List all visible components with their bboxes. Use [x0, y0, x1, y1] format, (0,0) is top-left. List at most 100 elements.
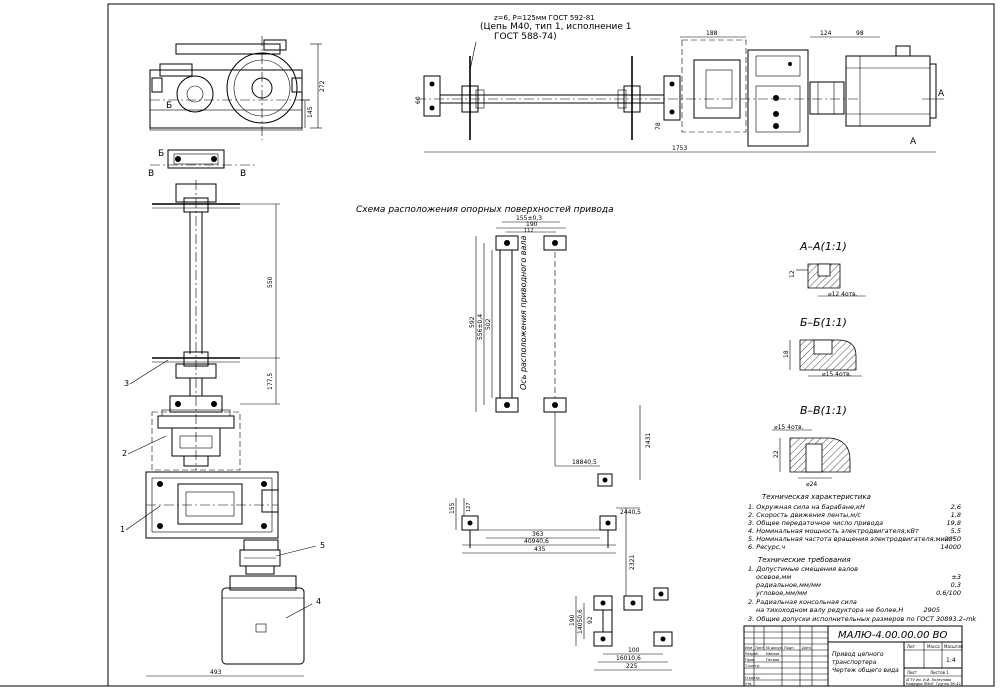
tech-char-item: 1. Окружная сила на барабане,кН: [748, 503, 865, 511]
section-aa-title: А–А(1:1): [799, 240, 847, 253]
svg-text:⌀24: ⌀24: [806, 481, 817, 488]
section-vv-title: В–В(1:1): [800, 404, 847, 417]
dim-s2431: 2431: [645, 433, 652, 448]
dim-r60: 60: [415, 96, 422, 104]
dim-shaft-len: 550: [267, 276, 274, 288]
svg-text:Утв.: Утв.: [745, 682, 752, 686]
svg-text:Подп.: Подп.: [784, 646, 795, 650]
lit-header: Лит: [907, 644, 916, 649]
tech-req-title: Технические требования: [758, 556, 851, 564]
reducer-assembly: [151, 411, 241, 471]
section-vv: 22 ⌀15 4отв. ⌀24: [772, 424, 851, 488]
svg-text:⌀15 4отв.: ⌀15 4отв.: [822, 371, 852, 378]
tech-req-item: осевое,мм: [756, 573, 791, 581]
dim-s190b: 190: [569, 614, 576, 626]
svg-text:⌀15 4отв.: ⌀15 4отв.: [774, 424, 804, 431]
coupling-top: [167, 149, 225, 169]
doc-name-line3: Чертеж общего вида: [832, 667, 899, 674]
dim-s363: 363: [532, 531, 544, 538]
dim-top-124: 124: [820, 30, 832, 37]
dim-s502: 502: [485, 318, 492, 330]
scale-value: 1:4: [946, 657, 956, 664]
dim-s112: 112: [524, 228, 534, 234]
svg-text:3: 3: [124, 379, 129, 388]
title-block-rows: Изм Лист № докум. Подп. Дата Разраб. Про…: [744, 646, 811, 686]
chain-note-line3: ГОСТ 588-74): [494, 32, 557, 42]
tech-char-value: 1,8: [951, 511, 961, 519]
scale-header: Масштаб: [944, 644, 964, 649]
dim-s2321: 2321: [629, 555, 636, 570]
callout-4: 4: [285, 597, 321, 619]
dim-s190: 190: [526, 221, 538, 228]
scheme-title: Схема расположения опорных поверхностей …: [356, 205, 614, 215]
dim-s127: 127: [466, 502, 472, 512]
tech-char-item: 6. Ресурс,ч: [748, 543, 785, 551]
tech-char-value: 19,8: [947, 519, 961, 527]
view-label-a-top: А: [938, 89, 945, 99]
dim-s592: 592: [469, 316, 476, 328]
chain-note-line1: z=6, P=125мм ГОСТ 592-81: [494, 14, 595, 22]
svg-text:12: 12: [789, 270, 796, 278]
tech-char-item: 2. Скорость движения ленты,м/с: [748, 511, 861, 519]
tech-req-list: 1. Допустимые смещения валов осевое,мм ±…: [748, 565, 976, 623]
title-block: [743, 625, 963, 687]
dim-s435: 435: [534, 546, 546, 553]
dim-top-98: 98: [856, 30, 864, 37]
tech-req-item: 2. Радиальная консольная сила: [748, 598, 857, 606]
view-label-v-left: В: [148, 169, 154, 179]
dim-s40940: 40940,6: [524, 538, 549, 545]
view-label-b-side: Б: [158, 149, 164, 159]
tech-req-item: 3. Общие допуски исполнительных размеров…: [748, 615, 976, 623]
callout-5: 5: [275, 541, 325, 557]
section-aa: 12 ⌀12 4отв.: [789, 263, 866, 298]
tech-req-item: угловое,мм/мм: [755, 589, 807, 597]
dim-r78: 78: [655, 122, 662, 130]
org-line1: АГТУ им. И.И. Ползунова: [906, 678, 951, 682]
tech-char-item: 5. Номинальная частота вращения электрод…: [748, 535, 955, 543]
doc-name-line1: Привод цепного: [832, 651, 884, 658]
gearbox-frame: [145, 471, 279, 539]
tech-char-list: 1. Окружная сила на барабане,кН 2,6 2. С…: [748, 503, 961, 551]
tech-req-value: 0,6/100: [936, 589, 961, 597]
dim-s92: 92: [587, 616, 594, 624]
doc-name-line2: транспортера: [832, 659, 877, 666]
tech-req-value: 2905: [923, 606, 940, 614]
dim-overall-length: 1753: [672, 145, 687, 152]
svg-text:1: 1: [120, 525, 125, 534]
sheet-label: Лист: [907, 670, 918, 675]
org-line3: Группа ЗК-42: [936, 682, 961, 686]
view-label-a-bottom: А: [910, 137, 917, 147]
mass-header: Масса: [927, 644, 940, 649]
drive-shaft-side-view: [152, 180, 240, 470]
sheets-label: Листов 1: [930, 670, 949, 675]
svg-text:Лист: Лист: [755, 646, 764, 650]
dim-177: 177,5: [267, 373, 274, 390]
doc-number: МАЛЮ-4.00.00.00 ВО: [838, 630, 948, 641]
tech-char-value: 2,6: [951, 503, 961, 511]
developer-name: Иванов: [766, 652, 779, 656]
dim-side-width: 493: [210, 669, 222, 676]
svg-text:Разраб.: Разраб.: [745, 652, 759, 656]
chain-note-leader: [469, 41, 477, 71]
view-label-b-top: Б: [166, 101, 172, 111]
section-bb-title: Б–Б(1:1): [800, 316, 847, 329]
motor-coupling: [239, 539, 281, 575]
dim-s100: 100: [628, 647, 640, 654]
tech-req-item: радиальное,мм/мм: [755, 581, 821, 589]
svg-text:Дата: Дата: [802, 646, 811, 650]
svg-text:Пров.: Пров.: [745, 658, 755, 662]
tech-char-value: 5,5: [951, 527, 961, 535]
svg-text:Н.контр.: Н.контр.: [745, 676, 761, 680]
tech-char-value: 14000: [940, 543, 961, 551]
dim-top-h: 272: [319, 80, 326, 92]
dim-s2440: 2440,5: [620, 509, 641, 516]
callout-2: 2: [122, 435, 167, 458]
svg-text:№ докум.: № докум.: [766, 646, 783, 650]
tech-char-item: 4. Номинальная мощность электродвигателя…: [748, 527, 919, 535]
dim-top-188: 188: [706, 30, 718, 37]
dim-top-h2: 145: [307, 106, 314, 118]
electric-motor: [221, 575, 305, 665]
svg-text:22: 22: [773, 450, 780, 458]
callout-3: 3: [124, 359, 169, 388]
tech-req-value: 0,3: [951, 581, 961, 589]
